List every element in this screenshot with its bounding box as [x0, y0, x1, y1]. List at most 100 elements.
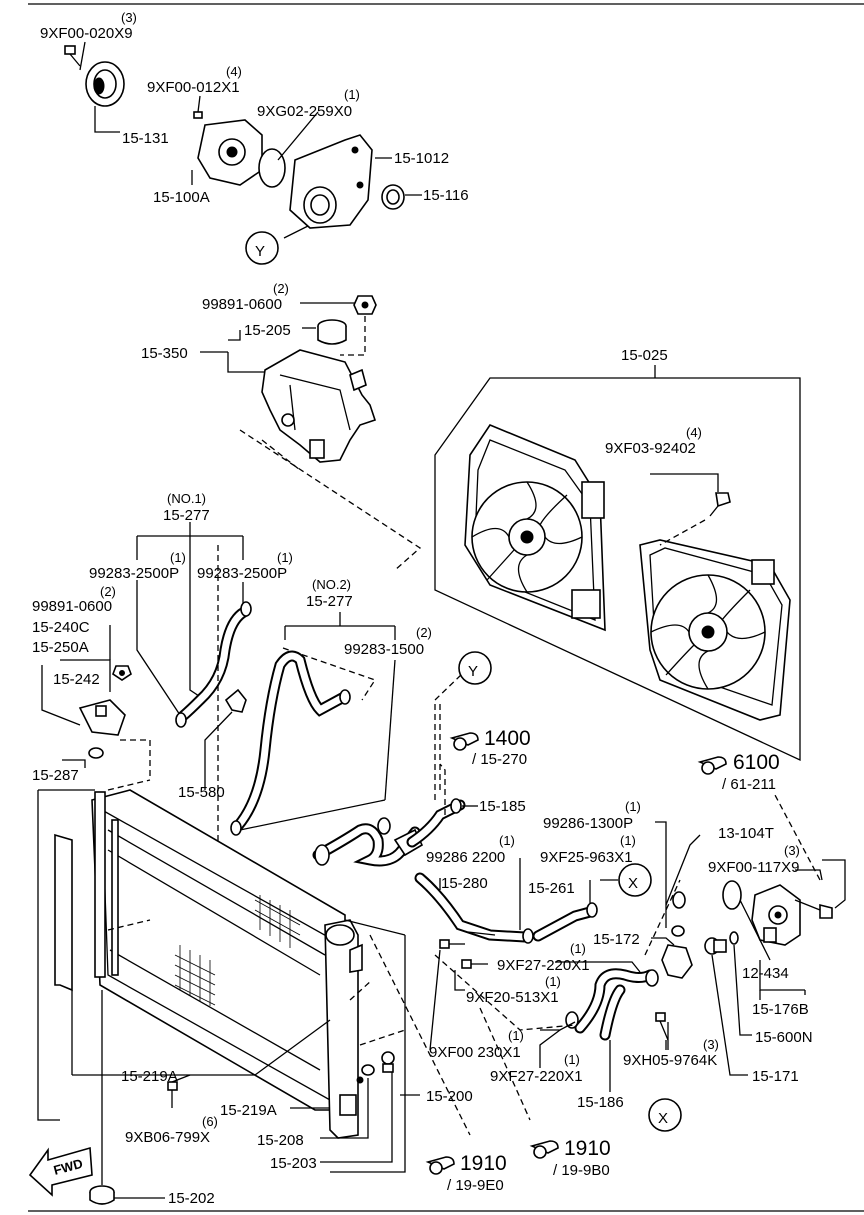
label-9xb06-799x: 9XB06-799X	[125, 1129, 210, 1146]
drain-plug	[381, 1051, 395, 1073]
bracket-bolt-a	[439, 939, 465, 949]
fan-bolt	[709, 492, 731, 517]
fan-shroud-right	[639, 539, 791, 721]
qty-9xf00-230x1: (1)	[508, 1028, 524, 1043]
label-15-277-a: 15-277	[163, 507, 210, 524]
marker-y-mid	[458, 651, 492, 685]
label-15-205: 15-205	[244, 322, 291, 339]
marker-x-mid-text: X	[628, 875, 638, 892]
label-99891-0600-top: 99891-0600	[202, 296, 282, 313]
water-pump-group	[64, 41, 422, 239]
label-9xf00-020x9: 9XF00-020X9	[40, 25, 133, 42]
label-15-100a: 15-100A	[153, 189, 210, 206]
label-15-202: 15-202	[168, 1190, 215, 1207]
label-15-600n: 15-600N	[755, 1029, 813, 1046]
qty-99283-1500: (2)	[416, 625, 432, 640]
label-15-116: 15-116	[423, 187, 469, 204]
housing-bolt	[794, 899, 833, 919]
ref-1910-b-sub: / 19-9B0	[553, 1162, 610, 1179]
label-15-176b: 15-176B	[752, 1001, 809, 1018]
ref-1910-a: 1910	[460, 1152, 507, 1175]
label-15-280: 15-280	[441, 875, 488, 892]
label-99283-2500p-b: 99283-2500P	[197, 565, 287, 582]
water-pump	[193, 111, 263, 186]
qty-99283-2500p-a: (1)	[170, 550, 186, 565]
label-15-240c: 15-240C	[32, 619, 90, 636]
radiator-mount	[89, 1185, 115, 1205]
label-9xh05-9764k: 9XH05-9764K	[623, 1052, 717, 1069]
label-15-277-b: 15-277	[306, 593, 353, 610]
qty-9xf00-012x1: (4)	[226, 64, 242, 79]
label-15-250a: 15-250A	[32, 639, 89, 656]
label-15-203: 15-203	[270, 1155, 317, 1172]
marker-y-top-text: Y	[255, 243, 265, 260]
qty-99891-0600-top: (2)	[273, 281, 289, 296]
pump-housing	[289, 134, 373, 229]
label-15-219a-b: 15-219A	[220, 1102, 277, 1119]
ref-hand-icon-1400	[449, 732, 479, 751]
ref-hand-icon-6100	[697, 756, 727, 775]
qty-9xb06-799x: (6)	[202, 1114, 218, 1129]
thermostat-housing	[751, 884, 801, 946]
label-9xf00-012x1: 9XF00-012X1	[147, 79, 240, 96]
qty-99891-0600-side: (2)	[100, 584, 116, 599]
gasket-12-434	[722, 880, 742, 910]
radiator-tank	[324, 919, 363, 1139]
ref-6100-sub: / 61-211	[722, 776, 776, 793]
qty-9xf20-513x1: (1)	[545, 974, 561, 989]
hose-group	[136, 522, 396, 836]
ref-hand-icon-1910-b	[529, 1140, 559, 1159]
label-99283-1500: 99283-1500	[344, 641, 424, 658]
pump-pulley	[85, 61, 125, 107]
label-9xf00-117x9: 9XF00-117X9	[708, 859, 799, 876]
coolant-reservoir	[261, 349, 377, 463]
qty-9xf03-92402: (4)	[686, 425, 702, 440]
fitting-bolt	[655, 1012, 669, 1041]
label-15-580: 15-580	[178, 784, 225, 801]
label-no1: (NO.1)	[167, 491, 206, 506]
pump-gasket	[258, 148, 286, 188]
reservoir-group	[200, 295, 377, 463]
label-9xf03-92402: 9XF03-92402	[605, 440, 696, 457]
qty-9xf25-963x1: (1)	[620, 833, 636, 848]
label-15-350: 15-350	[141, 345, 188, 362]
label-15-171: 15-171	[752, 1068, 799, 1085]
ref-1910-a-sub: / 19-9E0	[447, 1177, 504, 1194]
label-15-261: 15-261	[528, 880, 575, 897]
ref-1400: 1400	[484, 727, 531, 750]
label-12-434: 12-434	[742, 965, 789, 982]
side-bracket-group	[41, 625, 151, 780]
qty-99286-1300p: (1)	[625, 799, 641, 814]
marker-y-mid-text: Y	[468, 663, 478, 680]
sensor-washer	[729, 931, 739, 945]
qty-9xf00-020x9: (3)	[121, 10, 137, 25]
upper-hose-group	[312, 673, 693, 1121]
fan-shroud-left	[464, 424, 606, 632]
radiator-group	[37, 779, 471, 1205]
fwd-label: FWD	[52, 1156, 84, 1178]
qty-9xg02-259x0: (1)	[344, 87, 360, 102]
hose-clamp-a	[240, 601, 252, 617]
marker-x-mid	[618, 863, 652, 897]
label-99286-1300p: 99286-1300P	[543, 815, 633, 832]
reservoir-cap	[317, 319, 347, 345]
label-15-1012: 15-1012	[394, 150, 449, 167]
pulley-bolt	[64, 45, 81, 67]
label-9xf20-513x1: 9XF20-513X1	[466, 989, 559, 1006]
ref-hand-icon-1910-a	[425, 1156, 455, 1175]
hose-clamp-b	[175, 712, 187, 728]
label-15-185: 15-185	[479, 798, 526, 815]
ref-1910-b: 1910	[564, 1137, 611, 1160]
bracket-bolt-b	[461, 959, 488, 969]
label-13-104t: 13-104T	[718, 825, 774, 842]
label-15-172: 15-172	[593, 931, 640, 948]
qty-9xh05-9764k: (3)	[703, 1037, 719, 1052]
label-15-131: 15-131	[122, 130, 169, 147]
ref-1400-sub: / 15-270	[472, 751, 527, 768]
qty-9xf27-220x1-b: (1)	[564, 1052, 580, 1067]
thermostat-group	[665, 794, 846, 1076]
label-9xf25-963x1: 9XF25-963X1	[540, 849, 633, 866]
radiator-side-plate	[54, 833, 73, 992]
label-99283-2500p-a: 99283-2500P	[89, 565, 179, 582]
